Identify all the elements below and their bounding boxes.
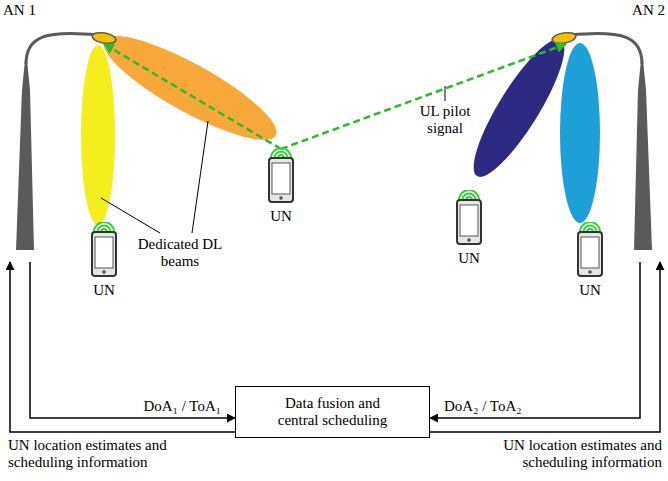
lamp-post-left xyxy=(16,31,117,250)
user-node: UN xyxy=(445,190,493,267)
lamp-arm xyxy=(26,33,98,64)
phone-body xyxy=(92,232,116,276)
phone-icon xyxy=(445,190,493,248)
edge-label: DoA₁ / ToA₁ xyxy=(144,398,221,415)
leader-lines xyxy=(101,86,445,233)
data-arrow xyxy=(10,262,235,432)
lamp-head xyxy=(91,31,116,45)
phone-button xyxy=(467,238,471,242)
access-node: AN 2 xyxy=(558,2,665,262)
leader-line xyxy=(192,121,208,233)
phone-button xyxy=(102,270,106,274)
phone-button xyxy=(279,196,283,200)
callout-label: UL pilot signal xyxy=(412,103,478,137)
user-node: UN xyxy=(257,148,305,225)
user-node: UN xyxy=(566,222,614,299)
phone-screen xyxy=(581,237,599,268)
lamp-post-right xyxy=(551,31,652,250)
box-text: Data fusion and central scheduling xyxy=(263,395,402,429)
node-label: UN xyxy=(80,282,128,299)
edge-label: UN location estimates and scheduling inf… xyxy=(447,437,662,471)
data-arrow xyxy=(430,262,640,418)
node-label: AN 2 xyxy=(558,2,665,19)
data-arrow xyxy=(30,262,235,418)
edge-label: UN location estimates and scheduling inf… xyxy=(8,437,223,471)
phone-screen xyxy=(95,237,113,268)
beam-cyan xyxy=(560,43,600,223)
phone-body xyxy=(457,200,481,244)
phone-icon xyxy=(257,148,305,206)
beams xyxy=(81,19,600,225)
phone-icon xyxy=(566,222,614,280)
phone-screen xyxy=(272,163,290,194)
pilot-signal-arrow xyxy=(104,44,281,149)
post xyxy=(16,60,34,250)
beam-yellow xyxy=(81,45,115,225)
node-label: AN 1 xyxy=(3,2,115,19)
leader-line xyxy=(445,86,446,101)
edge-label: DoA₂ / ToA₂ xyxy=(444,398,521,415)
node-label: UN xyxy=(257,208,305,225)
pilot-signal-arrow xyxy=(281,44,566,149)
phone-screen xyxy=(460,205,478,236)
data-arrow xyxy=(430,262,660,432)
node-label: UN xyxy=(445,250,493,267)
phone-button xyxy=(588,270,592,274)
node-label: UN xyxy=(566,282,614,299)
beam-purple xyxy=(460,29,578,186)
phone-body xyxy=(578,232,602,276)
lamp-arm xyxy=(570,33,642,64)
process-box: Data fusion and central scheduling xyxy=(235,386,430,438)
post xyxy=(634,60,652,250)
user-node: UN xyxy=(80,222,128,299)
beam-orange xyxy=(93,19,288,156)
phone-body xyxy=(269,158,293,202)
lamp-head xyxy=(551,31,576,45)
callout-label: Dedicated DL beams xyxy=(120,236,240,270)
phone-icon xyxy=(80,222,128,280)
